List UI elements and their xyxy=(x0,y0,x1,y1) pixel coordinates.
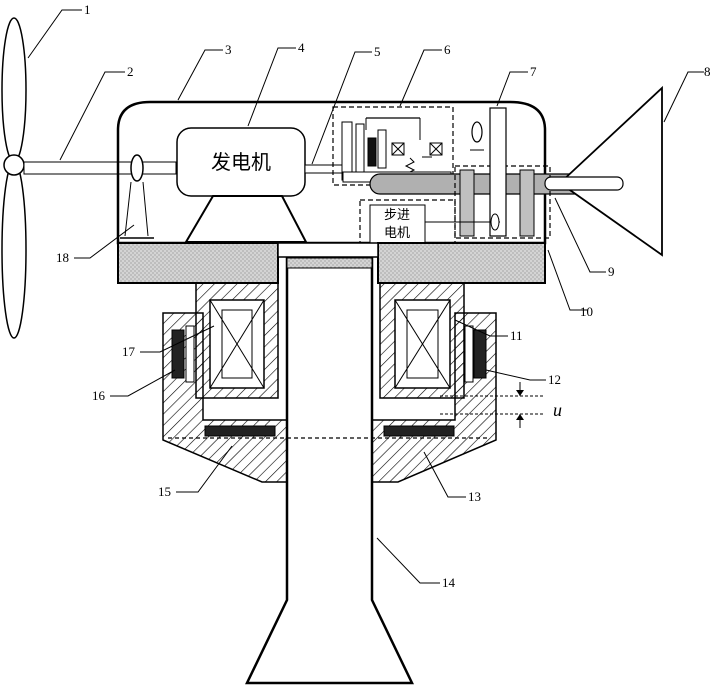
stepper-label-line2: 电机 xyxy=(384,226,410,241)
callout-9: 9 xyxy=(608,264,615,279)
stepper-label-line1: 步进 xyxy=(384,208,410,223)
clutch-assembly xyxy=(333,107,453,185)
callout-14: 14 xyxy=(442,575,456,590)
nacelle-base-left xyxy=(118,243,278,283)
callout-15: 15 xyxy=(158,484,171,499)
generator-label: 发电机 xyxy=(211,150,271,174)
generator-shaft xyxy=(305,165,343,173)
generator-support xyxy=(186,196,306,242)
callout-4: 4 xyxy=(298,40,305,55)
tail-shaft xyxy=(545,177,623,190)
callout-3: 3 xyxy=(225,42,232,57)
callout-12: 12 xyxy=(548,372,561,387)
main-shaft xyxy=(24,162,176,174)
callout-1: 1 xyxy=(84,2,91,17)
callout-7: 7 xyxy=(530,64,537,79)
gap-symbol: u xyxy=(553,400,562,420)
callout-8: 8 xyxy=(704,64,711,79)
callout-10: 10 xyxy=(580,304,593,319)
nacelle-base-right xyxy=(378,243,545,283)
callout-13: 13 xyxy=(468,489,481,504)
callout-17: 17 xyxy=(122,344,136,359)
callout-5: 5 xyxy=(374,44,381,59)
callout-6: 6 xyxy=(444,42,451,57)
stepper-motor: 步进 电机 xyxy=(360,200,500,248)
rotor-blades xyxy=(2,18,26,338)
tail-vane xyxy=(560,88,662,255)
callout-16: 16 xyxy=(92,388,106,403)
callout-2: 2 xyxy=(127,64,134,79)
callout-18: 18 xyxy=(56,250,69,265)
callout-11: 11 xyxy=(510,328,523,343)
nacelle-base-mid xyxy=(278,243,378,257)
